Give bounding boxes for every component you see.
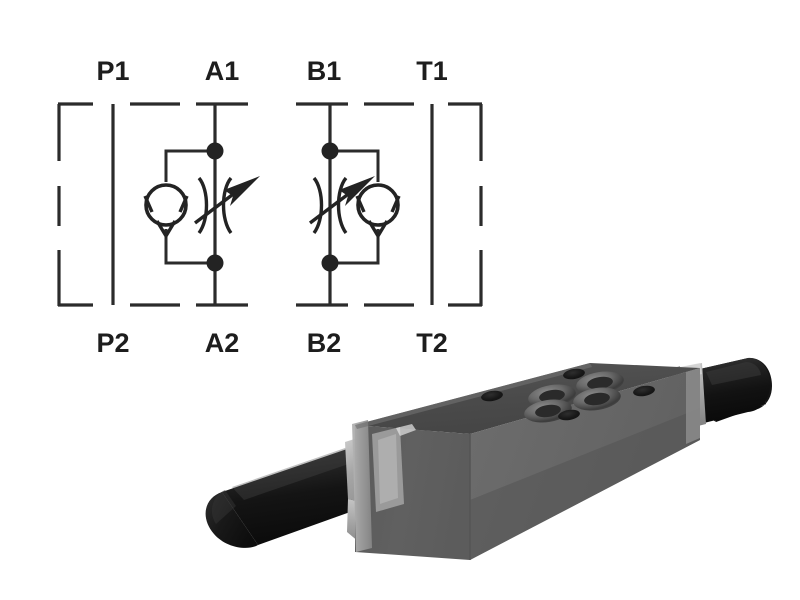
valve-body-front-face	[355, 425, 470, 560]
check-valve-b-seat	[367, 220, 389, 240]
junction-b-bottom	[321, 254, 339, 272]
bolt-hole-2	[563, 368, 585, 380]
label-a1: A1	[205, 56, 240, 86]
left-boss-highlight	[378, 434, 398, 504]
label-a2: A2	[205, 328, 240, 358]
port-hole-b-bore	[535, 404, 561, 418]
throttle-b-arc-left	[312, 176, 324, 235]
valve-body-top-edge	[355, 363, 592, 429]
throttle-valve-a	[193, 176, 260, 235]
label-b2: B2	[307, 328, 342, 358]
bypass-b-lower	[330, 229, 380, 265]
check-valve-a-wing-right	[178, 195, 189, 213]
junction-a-top	[206, 142, 224, 160]
bypass-a-lower	[164, 229, 215, 265]
branch-b	[308, 104, 401, 305]
schematic-frame	[57, 102, 483, 307]
label-t1: T1	[416, 56, 448, 86]
throttle-a-arrow-shaft	[193, 190, 238, 225]
junction-b-top	[321, 142, 339, 160]
throttle-a-arc-right	[221, 176, 233, 235]
branch-a	[143, 104, 260, 305]
knob-right-sheen	[706, 362, 761, 385]
label-p2: P2	[96, 328, 129, 358]
check-valve-a-seat	[155, 220, 177, 240]
adjuster-knob-right[interactable]	[687, 357, 773, 424]
throttle-b-arc-right	[336, 176, 348, 235]
valve-body	[352, 363, 700, 560]
label-b1: B1	[307, 56, 342, 86]
left-boss	[372, 424, 416, 512]
check-valve-b	[355, 183, 401, 240]
bolt-hole-3	[558, 409, 580, 421]
check-valve-a-wing-left	[143, 195, 154, 213]
check-valve-b-ball	[356, 183, 400, 227]
port-hole-t-bore	[584, 392, 610, 406]
check-valve-a	[143, 183, 189, 240]
bolt-hole-1	[481, 390, 503, 402]
valve-body-left-end	[352, 420, 372, 552]
bypass-a-upper	[164, 149, 215, 182]
port-hole-a-bore	[587, 376, 613, 390]
check-valve-b-wing-right	[390, 195, 401, 213]
valve-body-right-end	[686, 368, 700, 444]
junction-a-bottom	[206, 254, 224, 272]
port-hole-p-bore	[539, 389, 565, 403]
throttle-b-arrow-head	[339, 176, 375, 206]
check-valve-a-ball	[144, 183, 188, 227]
bypass-b-upper	[330, 149, 380, 182]
bolt-holes-group	[481, 368, 655, 421]
throttle-a-arc-left	[197, 176, 209, 235]
label-t2: T2	[416, 328, 448, 358]
bolt-hole-4	[633, 385, 655, 397]
throttle-b-arrow-shaft	[308, 190, 353, 225]
throttle-valve-b	[308, 176, 375, 235]
knob-left-sheen	[232, 447, 360, 500]
valve-body-side-shadow	[470, 408, 700, 560]
left-boss-chamfer	[396, 424, 416, 436]
label-p1: P1	[96, 56, 129, 86]
throttle-a-arrow-head	[224, 176, 260, 206]
check-valve-b-wing-left	[355, 195, 366, 213]
knob-left-highlight	[211, 490, 236, 524]
